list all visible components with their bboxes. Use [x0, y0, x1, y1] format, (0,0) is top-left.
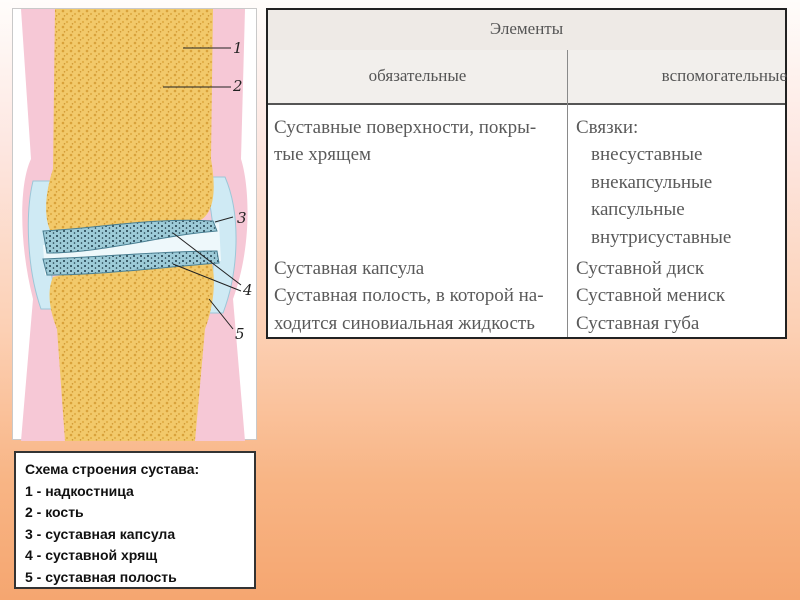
label-3: 3 — [237, 209, 247, 227]
table-subheader-row: обязательные вспомогательные — [268, 50, 787, 105]
legend-item-2: 2 - кость — [25, 504, 84, 520]
table-header-elements: Элементы — [489, 19, 564, 38]
table-cell-required-4: Суставная полость, в которой на- — [274, 285, 544, 306]
table-cell-auxiliary-2: внесуставные — [591, 144, 703, 165]
label-1: 1 — [233, 39, 243, 57]
table-cell-auxiliary-4: капсульные — [591, 199, 685, 220]
elements-table: Элементы обязательные вспомогательные Су… — [266, 8, 787, 339]
lower-cartilage — [42, 250, 220, 276]
table-cell-required-5: ходится синовиальная жидкость — [274, 313, 535, 334]
legend-item-4: 4 - суставной хрящ — [25, 547, 158, 563]
column-header-auxiliary: вспомогательные — [661, 66, 787, 85]
table-header-row: Элементы — [268, 10, 785, 51]
table-cell-auxiliary-1: Связки: — [576, 117, 639, 138]
table-cell-auxiliary-7: Суставной мениск — [576, 285, 726, 306]
legend-item-1: 1 - надкостница — [25, 482, 134, 499]
upper-bone — [46, 9, 214, 243]
label-2: 2 — [232, 77, 243, 95]
joint-illustration: 1 2 3 4 5 — [21, 9, 253, 441]
table-cell-required-3: Суставная капсула — [274, 258, 425, 279]
table-cell-required-2: тые хрящем — [274, 144, 372, 165]
table-cell-required-1: Суставные поверхности, покры- — [274, 117, 537, 138]
lower-bone — [49, 261, 214, 441]
label-4: 4 — [242, 281, 253, 299]
legend-item-3: 3 - суставная капсула — [25, 525, 176, 542]
table-cell-auxiliary-3: внекапсульные — [591, 172, 713, 193]
joint-diagram: 1 2 3 4 5 — [12, 8, 257, 441]
table-cell-auxiliary-8: Суставная губа — [576, 313, 700, 334]
legend-item-5: 5 - суставная полость — [25, 568, 177, 585]
table-cell-auxiliary-5: внутрисуставные — [591, 227, 732, 248]
label-5: 5 — [235, 325, 245, 343]
legend-box: Схема строения сустава: 1 - надкостница … — [14, 451, 256, 589]
column-header-required: обязательные — [368, 66, 467, 85]
legend-title: Схема строения сустава: — [25, 461, 200, 477]
upper-cartilage — [42, 219, 218, 254]
column-divider — [567, 50, 568, 337]
table-cell-auxiliary-6: Суставной диск — [576, 258, 705, 279]
